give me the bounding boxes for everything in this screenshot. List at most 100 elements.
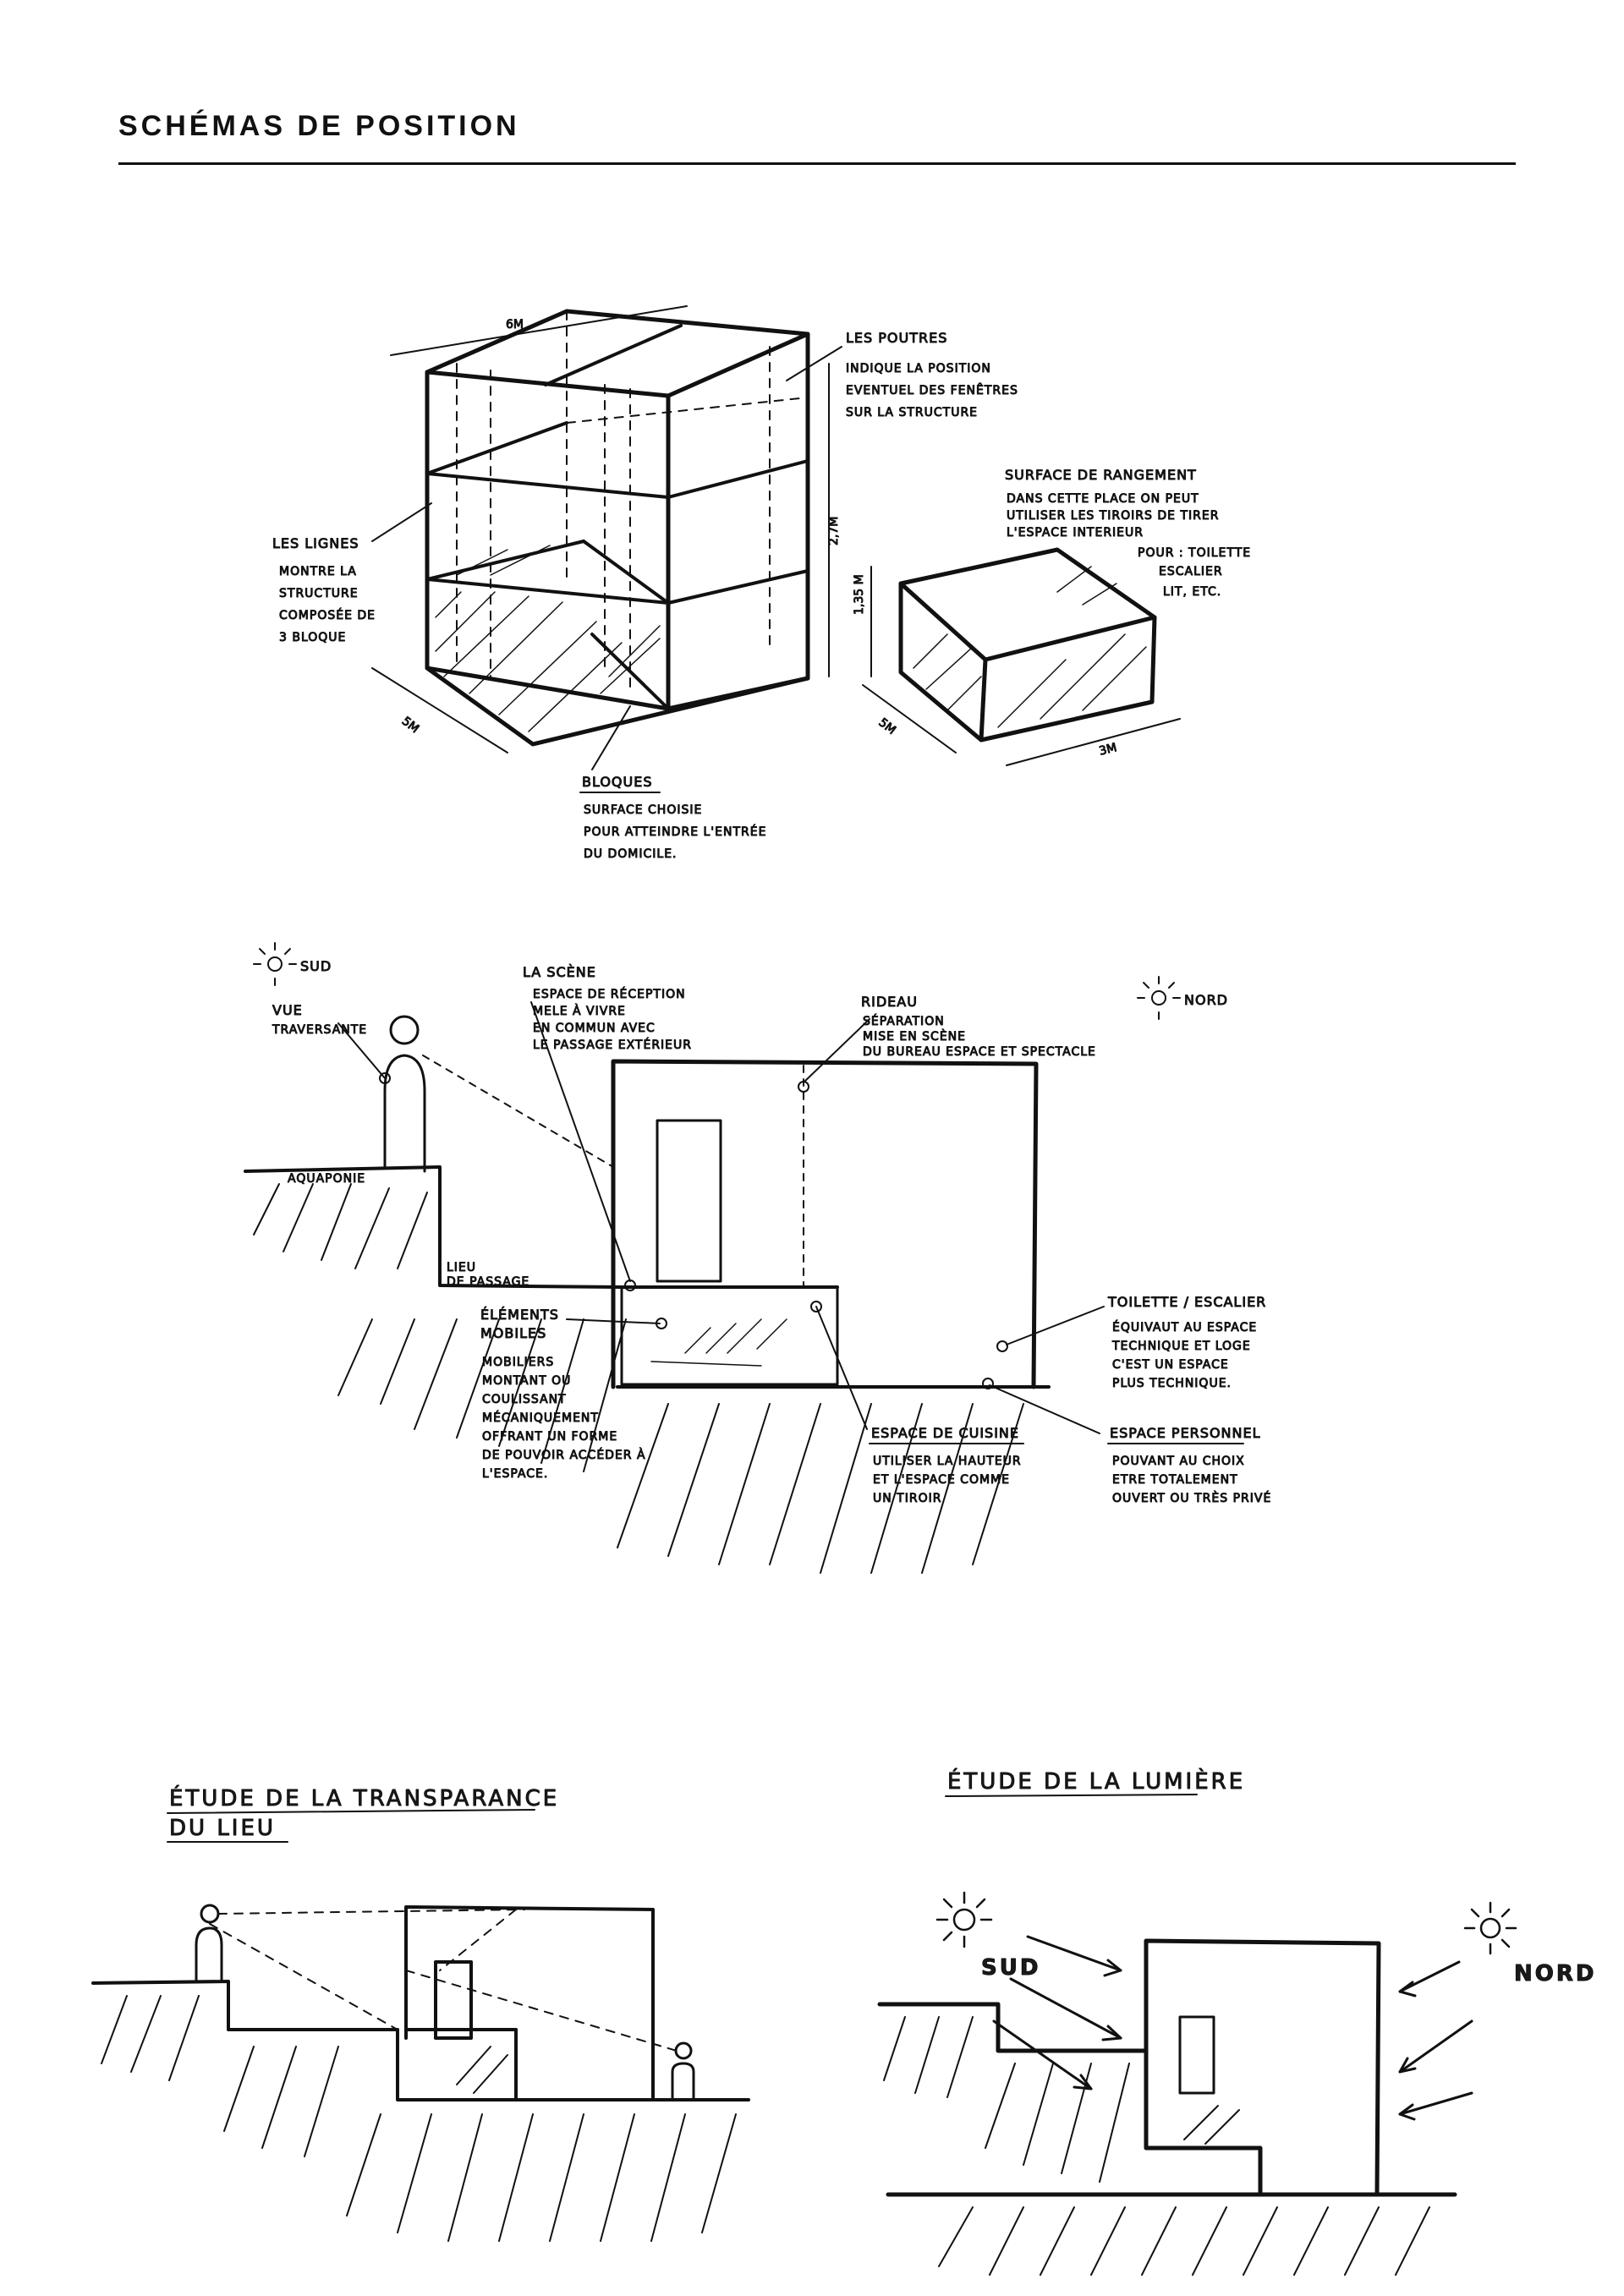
lignes-title: LES LIGNES [272, 535, 359, 551]
blocks-line-2: POUR ATTEINDRE L'ENTRÉE [584, 825, 766, 839]
section-house [611, 1059, 1039, 1389]
light-underline [945, 1794, 1198, 1797]
person-figure [383, 1015, 426, 1173]
dim-width: 6M [506, 318, 524, 332]
scene-line-2: MELE À VIVRE [533, 1004, 626, 1018]
light-sud-label: SUD [981, 1955, 1040, 1981]
rangement-line-1: DANS CETTE PLACE ON PEUT [1007, 492, 1199, 506]
rangement-line-5: ESCALIER [1159, 565, 1223, 578]
cuisine-line-3: UN TIROIR [873, 1492, 941, 1505]
cube-leaders [371, 346, 842, 770]
storage-box-dimensions [862, 566, 1181, 766]
rangement-line-3: L'ESPACE INTERIEUR [1007, 526, 1144, 540]
sun-sud-icon [253, 942, 297, 986]
section-ground-hatching [253, 1183, 1024, 1574]
scene-line-3: EN COMMUN AVEC [533, 1022, 656, 1035]
sun-nord-label: NORD [1184, 992, 1228, 1008]
rangement-line-2: UTILISER LES TIROIRS DE TIRER [1007, 509, 1219, 523]
toilette-title: TOILETTE / ESCALIER [1107, 1294, 1266, 1310]
scene-line-1: ESPACE DE RÉCEPTION [533, 987, 686, 1001]
blocks-line-3: DU DOMICILE. [584, 847, 678, 861]
cube-inner-lines [425, 324, 809, 710]
section-house-dashed [422, 1055, 804, 1286]
elements-line-1: MOBILIERS [482, 1356, 554, 1369]
lignes-line-2: STRUCTURE [279, 587, 359, 600]
light-sun-nord-icon [1463, 1901, 1517, 1955]
poutres-line-2: EVENTUEL DES FENÊTRES [846, 382, 1018, 397]
rangement-line-4: POUR : TOILETTE [1138, 546, 1251, 560]
cuisine-line-2: ET L'ESPACE COMME [873, 1473, 1010, 1487]
rideau-line-1: SÉPARATION [863, 1014, 945, 1028]
section-leaders [337, 1001, 1105, 1434]
section-drawer-hatching [650, 1318, 787, 1367]
structure-cube-sketch: 6M 5M 2,7M LES POUTRES INDIQUE LA POSITI… [272, 305, 1251, 862]
rideau-line-3: DU BUREAU ESPACE ET SPECTACLE [863, 1045, 1096, 1059]
transparency-hatching [101, 1995, 737, 2242]
transparency-title-2: DU LIEU [169, 1816, 276, 1841]
lignes-line-4: 3 BLOQUE [279, 631, 346, 644]
sun-nord-icon [1137, 976, 1181, 1020]
storage-box-hatching [913, 566, 1147, 728]
rangement-title: SURFACE DE RANGEMENT [1005, 467, 1197, 483]
toilette-line-1: ÉQUIVAUT AU ESPACE [1112, 1320, 1257, 1334]
light-hatching [883, 2016, 1430, 2276]
storage-box [898, 547, 1157, 743]
poutres-line-1: INDIQUE LA POSITION [846, 362, 991, 375]
cube-hatching [435, 545, 661, 732]
title-rule [118, 162, 1516, 165]
poutres-line-3: SUR LA STRUCTURE [846, 406, 978, 419]
transparency-figures [195, 1904, 695, 2101]
light-study-sketch: ÉTUDE DE LA LUMIÈRE SUD NORD [877, 1767, 1596, 2276]
personnel-line-1: POUVANT AU CHOIX [1112, 1455, 1245, 1468]
sun-sud-label: SUD [300, 958, 332, 974]
elements-line-6: DE POUVOIR ACCÉDER À [482, 1448, 646, 1462]
rideau-line-2: MISE EN SCÈNE [863, 1029, 966, 1044]
vue-title-2: TRAVERSANTE [272, 1023, 367, 1037]
dim-small-width: 3M [1098, 741, 1118, 759]
elements-line-5: OFFRANT UN FORME [482, 1430, 617, 1444]
light-title: ÉTUDE DE LA LUMIÈRE [947, 1767, 1245, 1795]
cube-dashed-lines [456, 310, 809, 694]
section-markers [379, 1072, 1008, 1389]
personnel-title: ESPACE PERSONNEL [1110, 1425, 1261, 1441]
page-title: SCHÉMAS DE POSITION [118, 110, 520, 142]
lignes-line-1: MONTRE LA [279, 565, 357, 578]
elements-title: ÉLÉMENTS [480, 1307, 559, 1323]
rideau-title: RIDEAU [861, 994, 918, 1010]
blocks-line-1: SURFACE CHOISIE [584, 803, 702, 817]
dim-small-height: 1,35 M [853, 574, 866, 615]
elements-line-3: COULISSANT [482, 1393, 567, 1406]
section-ground [244, 1165, 1051, 1389]
transparency-section [91, 1905, 750, 2101]
section-sketch: SUD NORD [244, 942, 1271, 1574]
lieu-line-2: DE PASSAGE [447, 1275, 529, 1289]
transparency-underline-1 [167, 1809, 535, 1814]
toilette-line-4: PLUS TECHNIQUE. [1112, 1377, 1232, 1390]
elements-line-7: L'ESPACE. [482, 1467, 548, 1481]
toilette-line-3: C'EST UN ESPACE [1112, 1358, 1229, 1372]
elements-title-2: MOBILES [480, 1325, 546, 1341]
scene-line-4: LE PASSAGE EXTÉRIEUR [533, 1038, 692, 1052]
transparency-study-sketch: ÉTUDE DE LA TRANSPARANCE DU LIEU [91, 1784, 750, 2242]
personnel-line-3: OUVERT OU TRÈS PRIVÉ [1112, 1491, 1271, 1505]
elements-line-2: MONTANT OU [482, 1374, 571, 1388]
toilette-line-2: TECHNIQUE ET LOGE [1111, 1340, 1251, 1353]
light-sun-sud-icon [935, 1891, 993, 1948]
poutres-title: LES POUTRES [846, 330, 947, 346]
cuisine-line-1: UTILISER LA HAUTEUR [873, 1455, 1022, 1468]
lieu-line-1: LIEU [447, 1261, 476, 1274]
dim-height: 2,7M [827, 517, 841, 545]
personnel-line-2: ETRE TOTALEMENT [1112, 1473, 1238, 1487]
section-door [620, 1119, 839, 1386]
dim-small-depth: 5M [876, 715, 898, 737]
transparency-sightlines [209, 1909, 678, 2052]
vue-title: VUE [272, 1002, 303, 1018]
aquaponie-label: AQUAPONIE [288, 1172, 365, 1186]
light-nord-label: NORD [1514, 1961, 1596, 1986]
transparency-title-1: ÉTUDE DE LA TRANSPARANCE [169, 1784, 559, 1811]
elements-line-4: MÉCANIQUEMENT [482, 1411, 599, 1425]
rangement-line-6: LIT, ETC. [1163, 585, 1221, 599]
cube-dimensions [371, 305, 830, 753]
blocks-title: BLOQUES [582, 774, 652, 790]
